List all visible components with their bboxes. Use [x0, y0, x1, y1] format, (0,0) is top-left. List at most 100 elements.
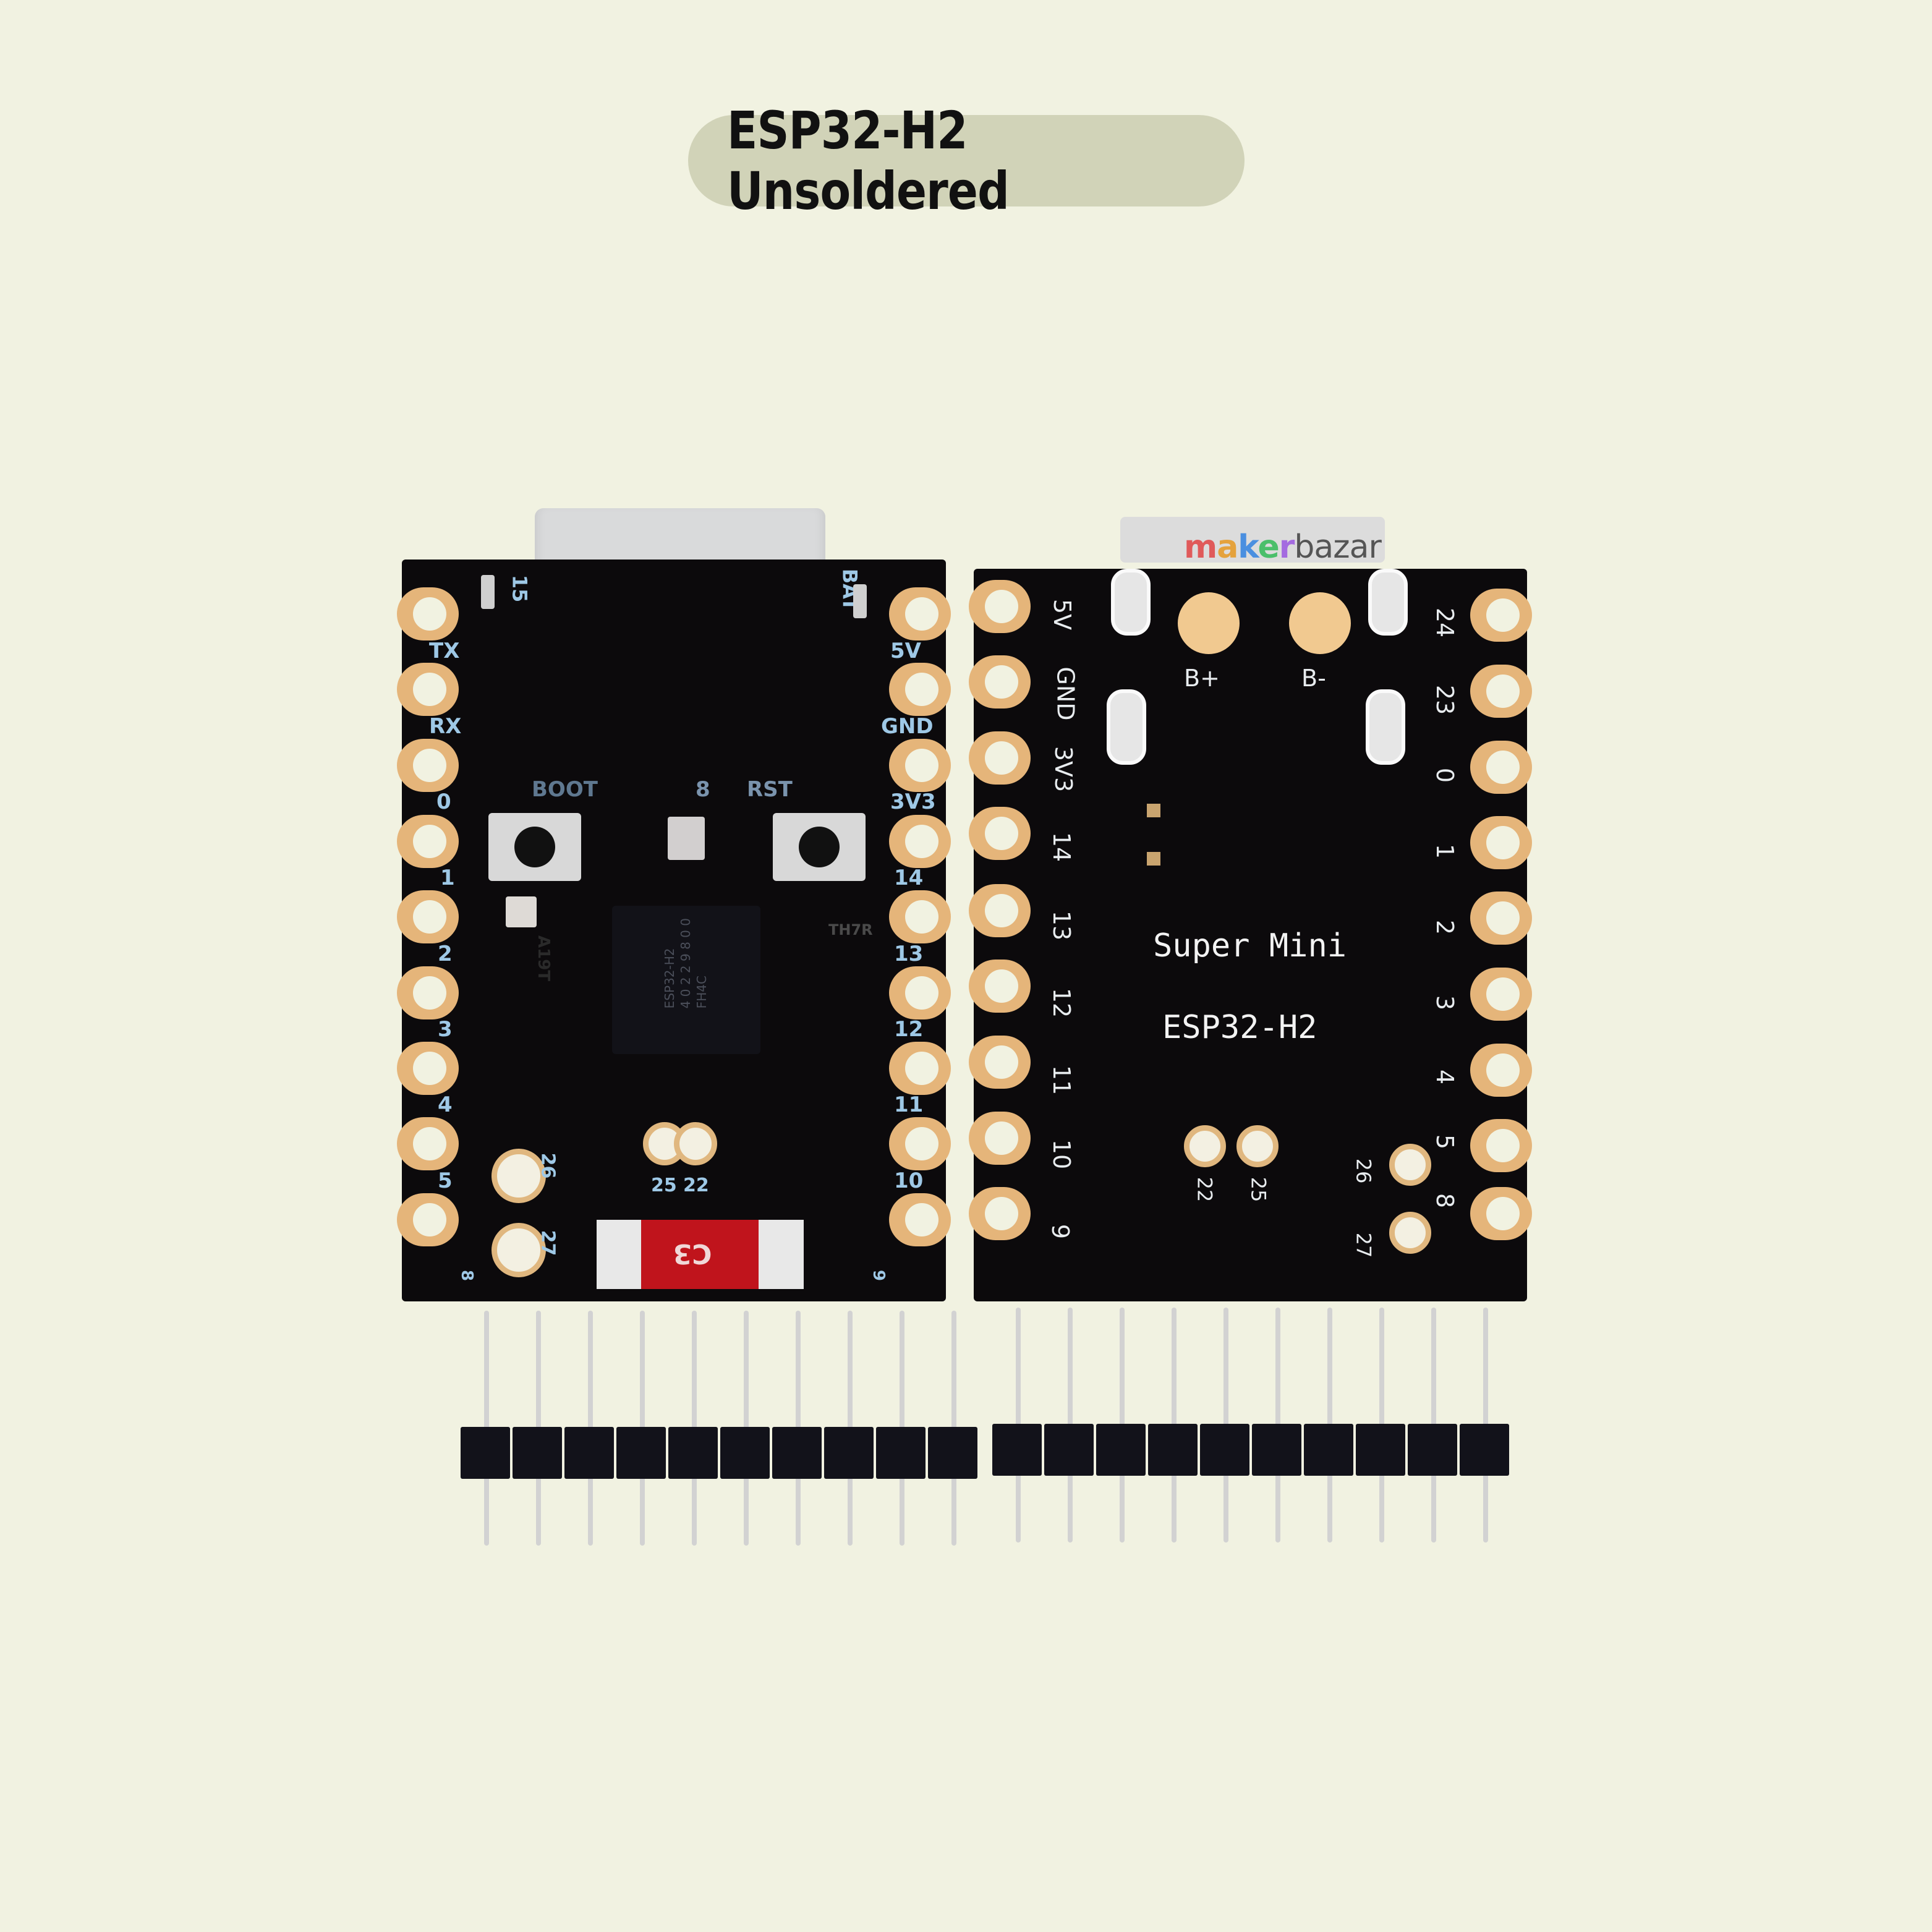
- pin-header-left: [461, 1311, 980, 1546]
- pin-label: 15: [508, 574, 532, 603]
- castellated-pad: [1470, 589, 1532, 642]
- through-hole-pad: [1389, 1212, 1431, 1254]
- battery-pad-negative: [1289, 592, 1351, 654]
- castellated-pad: [397, 1042, 459, 1095]
- pin-label: 3V3: [1050, 746, 1078, 793]
- pad-label: 26: [537, 1152, 559, 1179]
- castellated-pad: [969, 655, 1031, 709]
- castellated-pad: [969, 731, 1031, 785]
- castellated-pad: [1470, 892, 1532, 945]
- pin-label: 5V: [890, 639, 921, 663]
- boot-button[interactable]: [488, 813, 581, 881]
- test-pad: [1147, 852, 1160, 866]
- regulator-marking: A19T: [534, 935, 553, 982]
- header-pin: [992, 1308, 1044, 1543]
- castellated-pad: [889, 890, 951, 943]
- header-pin: [616, 1311, 668, 1546]
- castellated-pad: [397, 739, 459, 792]
- header-pin: [1200, 1308, 1252, 1543]
- through-hole-pad: [1389, 1144, 1431, 1186]
- pad-label: 22: [683, 1175, 709, 1196]
- pin-label: TX: [429, 639, 460, 663]
- pad-label: 25: [651, 1175, 677, 1196]
- pad-label: 26: [1351, 1158, 1376, 1184]
- castellated-pad: [889, 966, 951, 1019]
- pin-label: GND: [881, 714, 934, 739]
- header-pin: [824, 1311, 876, 1546]
- battery-label: B+: [1184, 665, 1220, 692]
- castellated-pad: [397, 815, 459, 868]
- castellated-pad: [889, 1193, 951, 1246]
- through-hole-pad: [1236, 1125, 1279, 1167]
- esp32-h2-chip: ESP32-H2 4 0 2 2 9 8 0 0 FH4C: [612, 906, 760, 1054]
- pin-label: 3V3: [890, 789, 936, 814]
- header-pin: [1304, 1308, 1356, 1543]
- castellated-pad: [889, 663, 951, 716]
- pin-label: 1: [440, 866, 455, 890]
- castellated-pad: [969, 960, 1031, 1013]
- header-pin: [772, 1311, 824, 1546]
- header-pin: [1356, 1308, 1408, 1543]
- castellated-pad: [889, 1042, 951, 1095]
- pin-label: 11: [894, 1092, 924, 1117]
- reset-button[interactable]: [773, 813, 866, 881]
- through-hole-pad: [1184, 1125, 1226, 1167]
- pin-label: 14: [1048, 832, 1076, 862]
- makerbazar-watermark: makerbazar: [1184, 529, 1382, 566]
- pin-label: 14: [894, 866, 924, 890]
- usb-mount-hole: [1366, 689, 1405, 765]
- castellated-pad: [397, 966, 459, 1019]
- header-pin: [876, 1311, 928, 1546]
- through-hole-pad: [674, 1122, 717, 1165]
- header-pin: [1252, 1308, 1304, 1543]
- inductor-marking: TH7R: [828, 921, 873, 938]
- usb-mount-hole: [1107, 689, 1146, 765]
- pin-label: 5: [438, 1168, 453, 1193]
- chip-marking: ESP32-H2 4 0 2 2 9 8 0 0 FH4C: [662, 918, 709, 1009]
- castellated-pad: [1470, 741, 1532, 794]
- test-pad: [1147, 804, 1160, 817]
- led-component: [481, 575, 495, 609]
- usb-mount-hole: [1111, 569, 1151, 636]
- castellated-pad: [969, 807, 1031, 860]
- pin-label: 2: [1431, 919, 1459, 935]
- header-pin: [668, 1311, 720, 1546]
- antenna-label: C3: [673, 1238, 712, 1269]
- header-pin: [513, 1311, 564, 1546]
- pin-label: 9: [869, 1269, 888, 1282]
- pad-label: 27: [537, 1230, 559, 1256]
- castellated-pad: [969, 1187, 1031, 1240]
- pin-label: RX: [429, 714, 462, 739]
- reset-label: RST: [747, 777, 793, 802]
- usb-mount-hole: [1368, 569, 1408, 636]
- pin-label: 8: [457, 1269, 477, 1282]
- castellated-pad: [1470, 1119, 1532, 1172]
- castellated-pad: [397, 1117, 459, 1170]
- through-hole-pad: [492, 1223, 546, 1277]
- led-component: [853, 584, 867, 618]
- castellated-pad: [969, 580, 1031, 633]
- pin-label: 10: [894, 1168, 924, 1193]
- castellated-pad: [397, 890, 459, 943]
- battery-pad-positive: [1178, 592, 1240, 654]
- pin-label: 0: [1431, 767, 1459, 783]
- castellated-pad: [889, 587, 951, 640]
- board-name: Super Mini: [1153, 927, 1347, 964]
- pin-label: 12: [1048, 987, 1076, 1018]
- header-pin: [461, 1311, 513, 1546]
- pin-label: 23: [1431, 684, 1459, 715]
- pin-label: 5: [1431, 1134, 1459, 1150]
- pin-label: 1: [1431, 843, 1459, 859]
- pin-label: 13: [894, 942, 924, 966]
- pad-label: 27: [1351, 1232, 1376, 1258]
- header-pin: [564, 1311, 616, 1546]
- back-board: 5V GND 3V3 14 13 12 11 10 9 24 23 0 1 2 …: [969, 569, 1532, 1301]
- pin-label: 3: [438, 1017, 453, 1042]
- castellated-pad: [1470, 1044, 1532, 1097]
- title-badge: ESP32-H2 Unsoldered: [688, 100, 1245, 221]
- crystal: [506, 896, 537, 927]
- header-pin: [928, 1311, 980, 1546]
- header-pin: [1044, 1308, 1096, 1543]
- pin-label: 4: [438, 1092, 453, 1117]
- header-pin: [1096, 1308, 1148, 1543]
